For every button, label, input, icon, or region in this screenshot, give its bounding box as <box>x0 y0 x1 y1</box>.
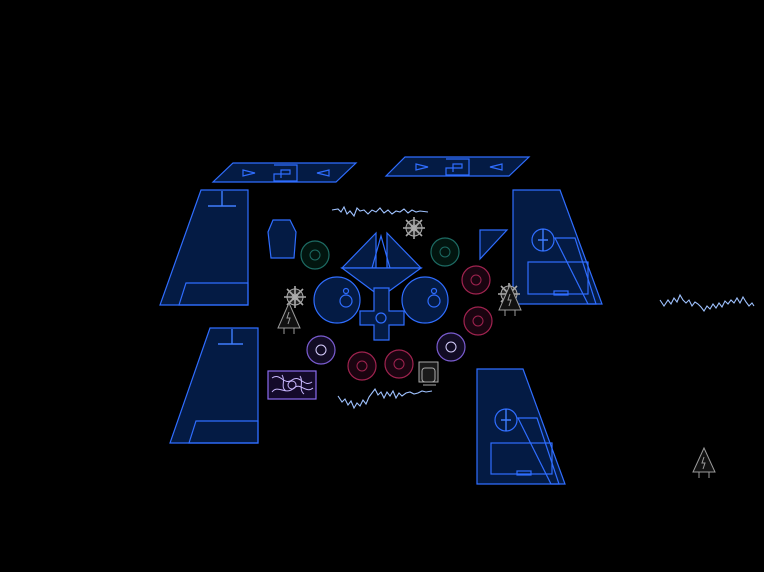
cart-icon[interactable] <box>418 361 439 386</box>
orb[interactable] <box>461 265 491 295</box>
banner-left[interactable] <box>211 162 358 183</box>
rocket-icon[interactable] <box>692 446 716 478</box>
electric-arc <box>331 205 429 218</box>
orb[interactable] <box>430 237 460 267</box>
banner-arrow-icon <box>489 163 503 171</box>
tower-top-right[interactable] <box>512 189 603 305</box>
triangle-marker-icon[interactable] <box>479 229 509 261</box>
keyhole-icon <box>273 164 298 182</box>
shield-icon[interactable] <box>267 219 297 259</box>
keyhole-icon <box>445 158 470 176</box>
cross-emblem-icon <box>359 287 405 341</box>
banner-right[interactable] <box>384 156 531 177</box>
rocket-icon[interactable] <box>498 283 522 316</box>
tower-top-left[interactable] <box>159 189 249 306</box>
tower-bottom-left[interactable] <box>169 327 259 444</box>
electric-arc <box>659 293 755 312</box>
gear-icon[interactable] <box>403 217 425 239</box>
banner-arrow-icon <box>242 169 256 177</box>
crystal-icon <box>340 231 377 269</box>
swirl-panel[interactable] <box>267 370 317 400</box>
electric-arc <box>337 387 433 410</box>
orb[interactable] <box>306 335 336 365</box>
orb[interactable] <box>347 351 377 381</box>
central-crystal[interactable] <box>313 231 449 341</box>
orb[interactable] <box>463 306 493 336</box>
orb[interactable] <box>384 349 414 379</box>
orb[interactable] <box>300 240 330 270</box>
orb[interactable] <box>436 332 466 362</box>
tower-bottom-right[interactable] <box>476 368 566 485</box>
banner-arrow-icon <box>415 163 429 171</box>
banner-arrow-icon <box>316 169 330 177</box>
gear-icon[interactable] <box>284 286 306 308</box>
rocket-icon[interactable] <box>277 301 301 334</box>
